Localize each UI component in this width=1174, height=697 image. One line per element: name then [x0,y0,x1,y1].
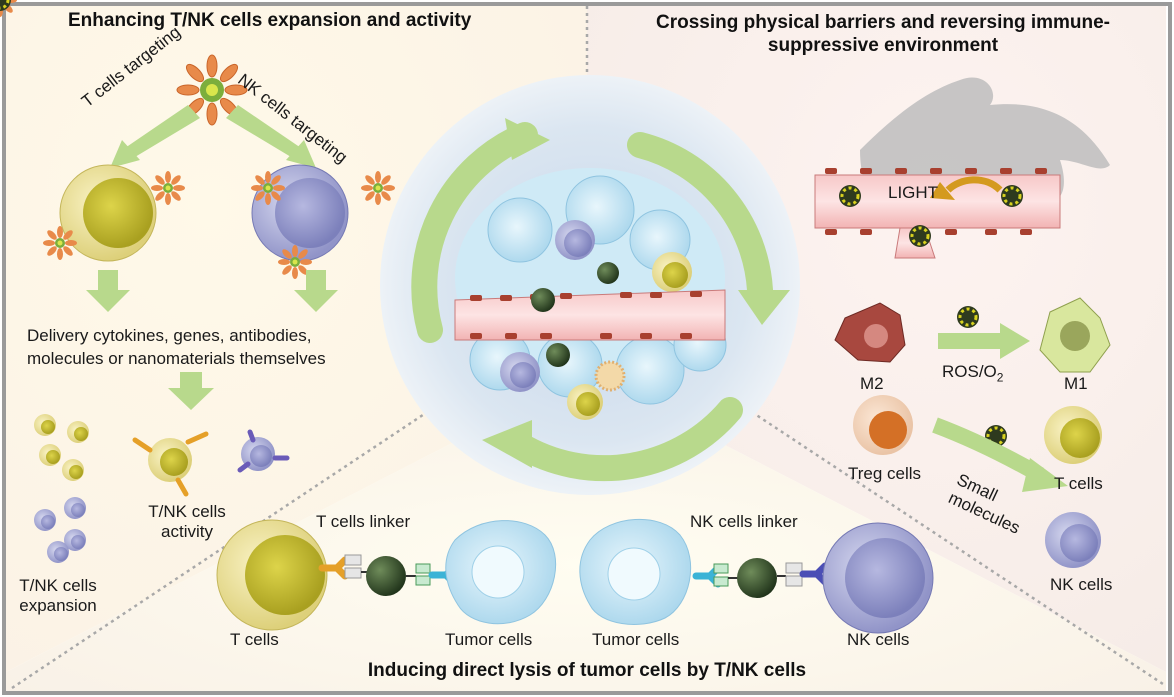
tumor-cluster [454,168,727,420]
bottom-panel-art [216,518,934,634]
label-tumor-cells-right: Tumor cells [592,630,680,649]
label-delivery-line1: Delivery cytokines, genes, antibodies, [27,326,312,345]
label-nk-cells-linker: NK cells linker [690,512,798,531]
label-expansion-line2: expansion [19,595,97,615]
label-ros-sub: 2 [996,370,1004,385]
label-ros: ROS/O [942,362,997,381]
title-enhancing: Enhancing T/NK cells expansion and activ… [68,10,472,31]
label-expansion: T/NK cells expansion [8,576,108,615]
label-bottom-nk-cells: NK cells [847,630,910,649]
label-activity: T/NK cells activity [132,502,242,541]
title-crossing-line1: Crossing physical barriers and reversing… [655,12,1111,33]
label-t-cells-linker: T cells linker [316,512,411,531]
title-crossing-line2: suppressive environment [767,34,999,56]
label-tumor-cells-left: Tumor cells [445,630,533,649]
label-m2: M2 [860,374,884,393]
left-panel-art [0,0,395,563]
label-activity-line1: T/NK cells [148,502,226,521]
label-ros-o2: ROS/O2 [942,362,1003,385]
label-right-nk-cells: NK cells [1050,575,1113,594]
label-expansion-line1: T/NK cells [19,576,97,595]
right-panel-art [0,0,1111,568]
title-inducing-lysis: Inducing direct lysis of tumor cells by … [367,660,807,681]
label-right-t-cells: T cells [1054,474,1103,493]
label-bottom-t-cells: T cells [230,630,279,649]
label-m1: M1 [1064,374,1088,393]
label-light: LIGHT [888,183,939,202]
title-crossing-barriers: Crossing physical barriers and reversing… [600,12,1166,58]
label-activity-line2: activity [161,521,213,541]
label-delivery-line2: molecules or nanomaterials themselves [27,349,326,368]
label-treg-cells: Treg cells [848,464,922,483]
